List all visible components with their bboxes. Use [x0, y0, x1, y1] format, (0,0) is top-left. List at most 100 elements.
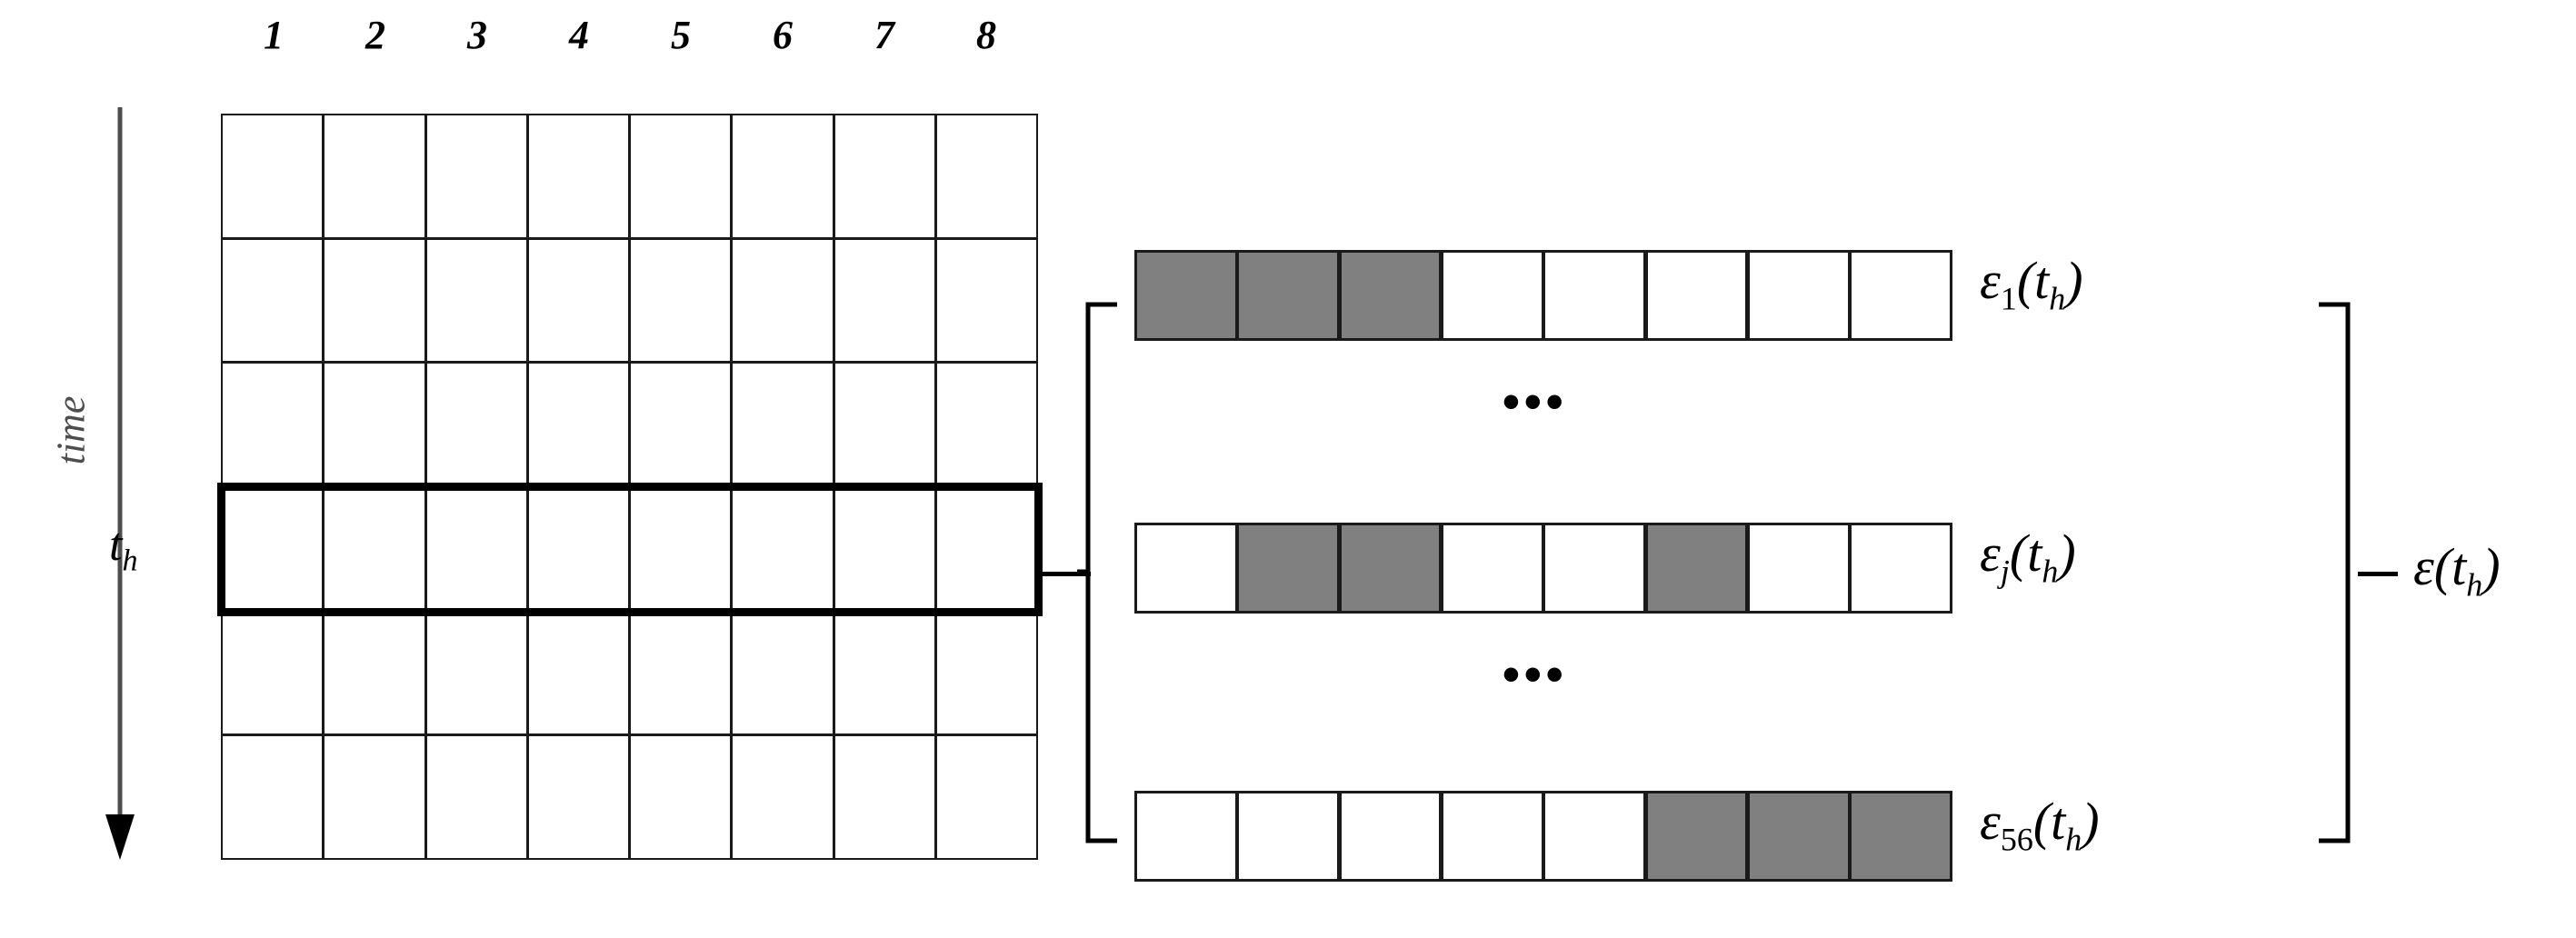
- grid-cell: [323, 610, 426, 736]
- column-header-4: 4: [569, 13, 589, 57]
- grid-cell: [323, 114, 426, 239]
- column-header-1: 1: [264, 13, 284, 57]
- grid-cell: [833, 485, 936, 612]
- grid-cell: [323, 237, 426, 364]
- epsilon-arg-subscript: h: [2042, 553, 2059, 590]
- grid-cell: [731, 485, 834, 612]
- th-base: t: [109, 519, 123, 571]
- grid-cell: [221, 362, 324, 487]
- grid-cell: [526, 362, 630, 487]
- grid-cell: [424, 610, 528, 736]
- epsilon-cell: [1338, 523, 1443, 614]
- grid-row: [221, 610, 1038, 736]
- right-bracket-tick: [2358, 572, 2398, 576]
- epsilon-subscript: 1: [2000, 280, 2017, 317]
- epsilon-total-label: ε(th): [2413, 536, 2501, 604]
- grid-cell: [221, 485, 324, 612]
- epsilon-arg-open: (t: [2009, 524, 2042, 583]
- epsilon-bar-1: [1134, 250, 1952, 341]
- column-header-2: 2: [365, 13, 385, 57]
- epsilon-symbol: ε: [1980, 251, 2001, 310]
- grid-cell: [629, 237, 733, 364]
- grid-cell: [934, 114, 1038, 239]
- column-header-7: 7: [874, 13, 894, 57]
- grid-cell: [833, 362, 936, 487]
- grid-cell: [833, 610, 936, 736]
- time-series-grid: [217, 114, 1043, 860]
- grid-cell: [221, 610, 324, 736]
- epsilon-arg-open: (t: [2016, 251, 2050, 310]
- epsilon-cell: [1440, 523, 1544, 614]
- grid-cell: [731, 237, 834, 364]
- right-grouping-bracket: [2319, 302, 2351, 843]
- grid-cell: [934, 610, 1038, 736]
- epsilon-arg-close: ): [2082, 792, 2100, 851]
- grid-row-highlighted[interactable]: [217, 482, 1043, 616]
- column-header-8: 8: [976, 13, 996, 57]
- vertical-ellipsis-1: •••: [1503, 374, 1568, 429]
- epsilon-arg-close: ): [2065, 251, 2083, 310]
- grid-cell: [731, 114, 834, 239]
- epsilon-cell: [1644, 791, 1749, 882]
- epsilon-label-j: εj(th): [1980, 508, 2076, 617]
- grid-cell: [629, 485, 733, 612]
- epsilon-cell: [1236, 523, 1341, 614]
- grid-column-headers: 1 2 3 4 5 6 7 8: [223, 7, 1037, 64]
- epsilon-label-56: ε56(th): [1980, 776, 2100, 885]
- grid-cell: [221, 734, 324, 860]
- grid-row: [221, 734, 1038, 860]
- grid-cell: [934, 485, 1038, 612]
- grid-row: [221, 362, 1038, 487]
- epsilon-cell: [1746, 791, 1851, 882]
- epsilon-arg-subscript: h: [2065, 821, 2082, 858]
- epsilon-cell: [1134, 791, 1238, 882]
- grid-cell: [833, 734, 936, 860]
- grid-cell: [731, 610, 834, 736]
- grid-cell: [629, 362, 733, 487]
- grid-cell: [526, 610, 630, 736]
- epsilon-cell: [1543, 250, 1647, 341]
- column-header-6: 6: [773, 13, 793, 57]
- epsilon-symbol: ε: [1980, 524, 2001, 583]
- epsilon-cell: [1849, 250, 1952, 341]
- grid-row: [221, 114, 1038, 239]
- grid-cell: [934, 362, 1038, 487]
- epsilon-cell: [1849, 791, 1952, 882]
- epsilon-total-arg-open: (t: [2433, 537, 2467, 596]
- grid-cell: [526, 734, 630, 860]
- grid-cell: [323, 485, 426, 612]
- grid-cell: [526, 237, 630, 364]
- th-subscript: h: [122, 544, 138, 578]
- epsilon-cell: [1746, 523, 1851, 614]
- epsilon-bar-56: [1134, 791, 1952, 882]
- time-axis: time: [27, 107, 145, 862]
- grid-cell: [526, 114, 630, 239]
- grid-cell: [424, 734, 528, 860]
- time-axis-label: time: [48, 395, 94, 465]
- vertical-ellipsis-2: •••: [1503, 647, 1568, 702]
- epsilon-total-symbol: ε: [2413, 537, 2434, 596]
- time-arrow-icon: [105, 107, 135, 860]
- grid-cell: [526, 485, 630, 612]
- epsilon-cell: [1134, 523, 1238, 614]
- grid-cell: [221, 237, 324, 364]
- grid-cell: [934, 237, 1038, 364]
- grid-cell: [424, 114, 528, 239]
- epsilon-cell: [1644, 250, 1749, 341]
- epsilon-subscript: j: [2000, 553, 2010, 590]
- epsilon-arg-close: ): [2058, 524, 2076, 583]
- epsilon-cell: [1644, 523, 1749, 614]
- grid-cell: [629, 734, 733, 860]
- epsilon-cell: [1440, 250, 1544, 341]
- epsilon-total-arg-close: ): [2482, 537, 2501, 596]
- grid-cell: [424, 237, 528, 364]
- epsilon-cell: [1236, 250, 1341, 341]
- grid-cell: [323, 734, 426, 860]
- epsilon-bar-j: [1134, 523, 1952, 614]
- grid-cell: [424, 362, 528, 487]
- grid-cell: [424, 485, 528, 612]
- epsilon-cell: [1849, 523, 1952, 614]
- epsilon-label-1: ε1(th): [1980, 235, 2083, 344]
- grid-cell: [934, 734, 1038, 860]
- grid-cell: [731, 734, 834, 860]
